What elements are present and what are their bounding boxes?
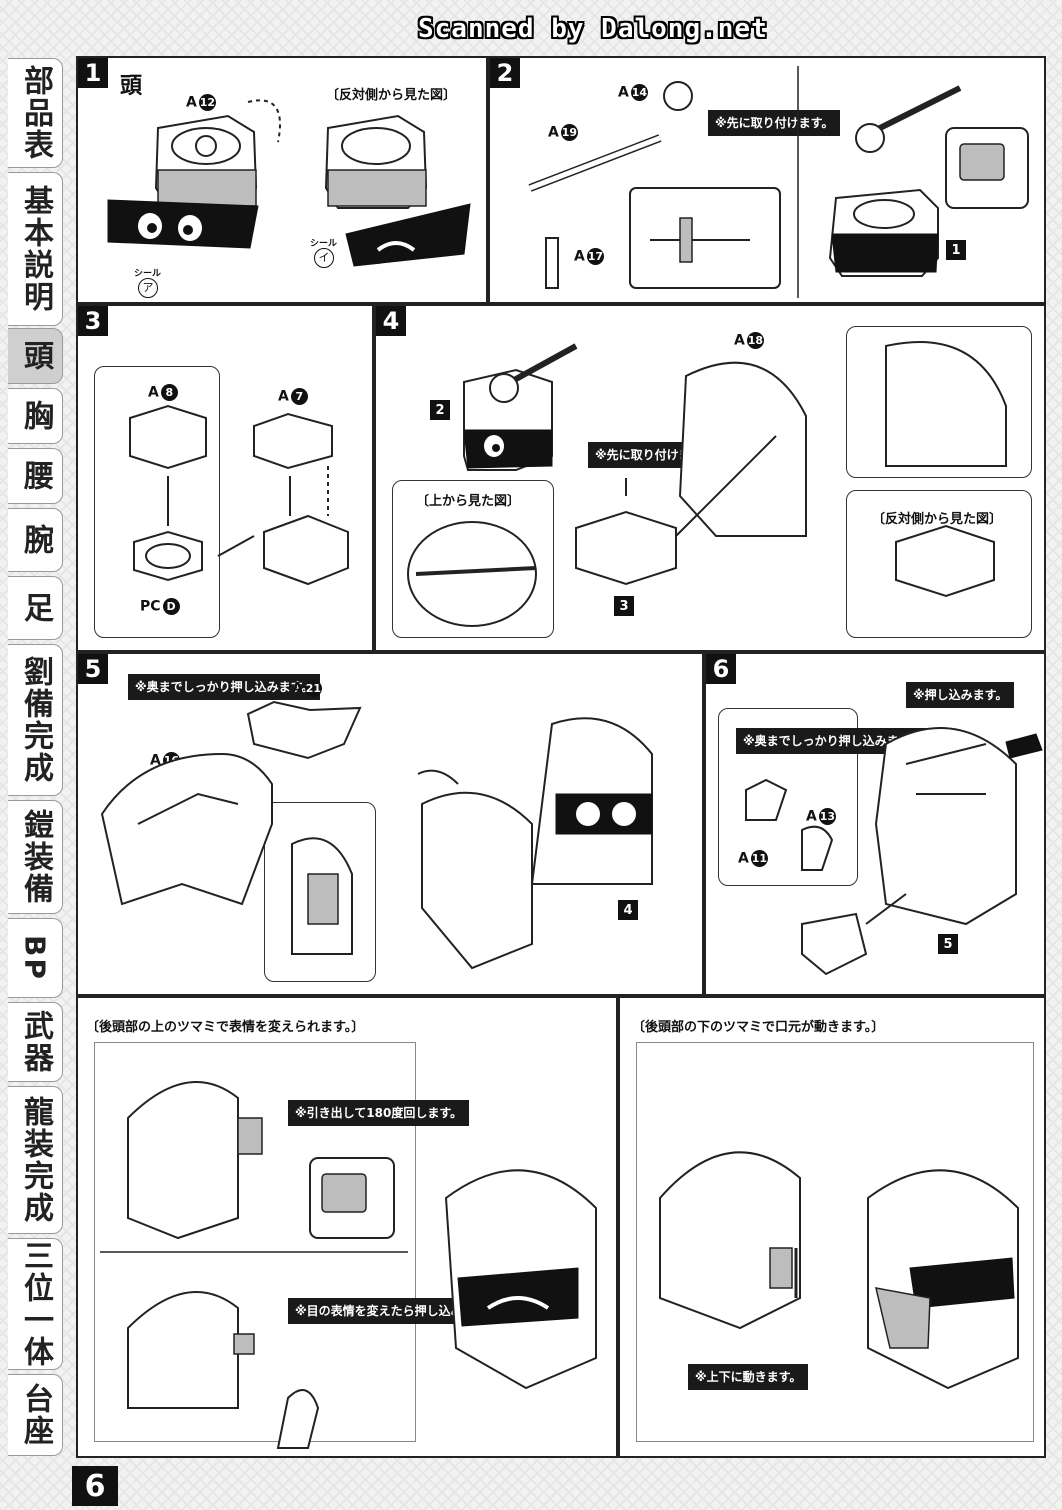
ref-step-4: 4 xyxy=(618,900,638,920)
push-in-note: ※奥までしっかり押し込みます。 xyxy=(128,674,321,700)
helmet-assembly-illustration xyxy=(100,700,653,970)
step-number: 3 xyxy=(78,306,108,336)
sidebar-tab-trinity[interactable]: 三位一体 xyxy=(8,1238,63,1370)
sticker-i-word: シール xyxy=(310,239,338,249)
mouth-move-illustration xyxy=(659,1151,1019,1390)
sidebar-tab-chest[interactable]: 胸 xyxy=(8,388,63,444)
opposite-view-caption: 〔反対側から見た図〕 xyxy=(872,512,1003,527)
sticker-a-word: シール xyxy=(134,269,162,279)
pc-part-box xyxy=(94,366,220,638)
page-number: 6 xyxy=(72,1466,118,1506)
step-number: 5 xyxy=(78,654,108,684)
step-number: 1 xyxy=(78,58,108,88)
step-number: 4 xyxy=(376,306,406,336)
ref-step-3: 3 xyxy=(614,596,634,616)
sidebar-tab-basic[interactable]: 基本説明 xyxy=(8,172,63,326)
sidebar-tab-arm[interactable]: 腕 xyxy=(8,508,63,572)
expression-change-illustration xyxy=(100,1081,597,1449)
sidebar-tab-weapon[interactable]: 武器 xyxy=(8,1002,63,1082)
head-parts-illustration xyxy=(107,99,471,267)
sticker-i-label: イ xyxy=(314,248,334,268)
head-frame-illustration xyxy=(407,341,1007,627)
sidebar-tab-base[interactable]: 台座 xyxy=(8,1374,63,1456)
sidebar-tab-waist[interactable]: 腰 xyxy=(8,448,63,504)
ref-step-5: 5 xyxy=(938,934,958,954)
sidebar-tab-armor[interactable]: 鎧装備 xyxy=(8,800,63,914)
step-number: 6 xyxy=(706,654,736,684)
sidebar-tab-liubei[interactable]: 劉備完成 xyxy=(8,644,63,796)
watermark: Scanned by Dalong.net xyxy=(418,14,768,44)
push-in-note: ※押し込みます。 xyxy=(906,682,1015,708)
section-caption: 〔後頭部の上のツマミで表情を変えられます。〕 xyxy=(86,1020,365,1035)
pull-rotate-note: ※引き出して180度回します。 xyxy=(288,1100,470,1126)
attach-first-note: ※先に取り付けます。 xyxy=(708,110,841,136)
step-number: 2 xyxy=(490,58,520,88)
sticker-a-label: ア xyxy=(138,278,158,298)
sidebar-tab-leg[interactable]: 足 xyxy=(8,576,63,640)
ref-step-2: 2 xyxy=(430,400,450,420)
top-view-caption: 〔上から見た図〕 xyxy=(416,494,521,509)
sidebar-tab-bp[interactable]: BP xyxy=(8,918,63,998)
ref-step-1: 1 xyxy=(946,240,966,260)
section-caption: 〔後頭部の下のツマミで口元が動きます。〕 xyxy=(632,1020,885,1035)
sidebar-tab-parts-list[interactable]: 部品表 xyxy=(8,58,63,168)
expression-panel: 〔後頭部の上のツマミで表情を変えられます。〕 ※引き出して180度回します。 ※… xyxy=(76,996,618,1458)
sidebar-tab-ryuso[interactable]: 龍装完成 xyxy=(8,1086,63,1234)
sidebar-tab-head[interactable]: 頭 xyxy=(8,328,63,384)
shaft-assembly-illustration xyxy=(528,66,1029,298)
opposite-view-caption: 〔反対側から見た図〕 xyxy=(326,88,457,103)
mouth-panel: 〔後頭部の下のツマミで口元が動きます。〕 ※上下に動きます。 xyxy=(618,996,1046,1458)
step-5-panel: 5 ※奥までしっかり押し込みます。 A21 A16 4 xyxy=(76,652,704,996)
face-assembly-illustration xyxy=(745,727,1043,976)
move-updown-note: ※上下に動きます。 xyxy=(688,1364,809,1390)
step-title: 頭 xyxy=(120,74,143,99)
frame-assembly-illustration xyxy=(129,404,349,586)
